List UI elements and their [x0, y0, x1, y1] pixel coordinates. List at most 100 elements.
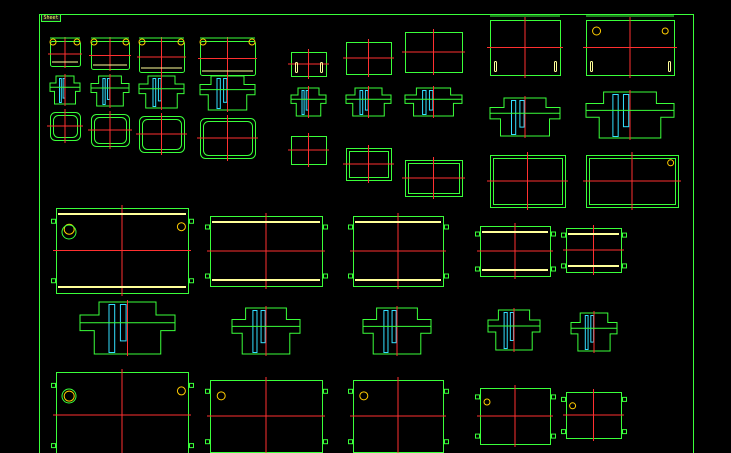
bolt-hole-icon — [176, 386, 186, 396]
lug-left — [475, 266, 480, 272]
lug-left — [348, 439, 353, 445]
bolt-hole-icon — [63, 390, 75, 402]
bolt-hole-icon — [661, 27, 669, 35]
section-profile — [199, 75, 256, 111]
ear-right-icon — [73, 38, 81, 46]
lug-left — [561, 232, 566, 238]
core-pin-left — [59, 78, 62, 103]
core-pin-left — [359, 90, 364, 115]
lug-right — [323, 439, 328, 445]
section-profile — [49, 75, 81, 105]
section-profile — [570, 312, 618, 352]
lug-left — [561, 429, 566, 435]
core-pin-right — [106, 78, 111, 100]
lug-left — [51, 443, 56, 449]
core-pin-right — [305, 90, 309, 111]
lug-right — [551, 266, 556, 272]
lug-right — [323, 224, 328, 230]
lug-right — [444, 388, 449, 394]
ear-left-icon — [49, 38, 57, 46]
lug-right — [622, 263, 627, 269]
ear-right-icon — [122, 38, 130, 46]
core-pin-right — [157, 78, 162, 102]
core-pin-right — [364, 90, 369, 111]
slot — [554, 61, 557, 72]
section-profile — [362, 307, 432, 355]
section-profile — [404, 87, 463, 117]
lug-left — [51, 278, 56, 284]
slot — [320, 62, 323, 73]
lug-left — [348, 224, 353, 230]
lug-left — [51, 218, 56, 224]
ear-left-icon — [199, 38, 207, 46]
lug-right — [444, 439, 449, 445]
lug-right — [189, 218, 194, 224]
lug-right — [622, 232, 627, 238]
core-pin-left — [216, 78, 221, 109]
core-pin-right — [223, 78, 228, 103]
slot — [668, 61, 671, 72]
core-pin-left — [422, 90, 427, 115]
core-pin-left — [584, 315, 589, 350]
bolt-hole-icon — [483, 398, 491, 406]
section-profile — [585, 91, 675, 139]
bolt-hole-icon — [359, 391, 369, 401]
core-pin-left — [301, 90, 305, 115]
lug-right — [189, 278, 194, 284]
ear-left-icon — [90, 38, 98, 46]
lug-left — [348, 388, 353, 394]
lug-left — [561, 263, 566, 269]
ejector-ring-icon — [61, 388, 77, 404]
lug-right — [551, 231, 556, 237]
core-pin-right — [519, 100, 525, 128]
section-profile — [487, 309, 541, 351]
lug-left — [475, 231, 480, 237]
drawing-parts — [47, 15, 681, 453]
lug-left — [561, 396, 566, 402]
slot — [295, 62, 298, 73]
bolt-hole-icon — [63, 223, 75, 235]
lug-left — [348, 273, 353, 279]
core-pin-left — [152, 78, 157, 107]
slot — [590, 61, 593, 72]
section-profile — [489, 97, 561, 137]
core-pin-left — [511, 100, 517, 135]
lug-right — [551, 394, 556, 400]
lug-right — [622, 396, 627, 402]
lug-right — [444, 224, 449, 230]
section-profile — [90, 75, 130, 107]
bolt-hole-icon — [176, 222, 186, 232]
lug-right — [551, 433, 556, 439]
lug-right — [189, 443, 194, 449]
core-pin-right — [590, 315, 595, 343]
core-pin-left — [108, 304, 116, 353]
section-profile — [290, 87, 327, 117]
core-pin-left — [252, 310, 258, 353]
core-pin-left — [102, 78, 106, 105]
lug-right — [622, 429, 627, 435]
lug-left — [475, 433, 480, 439]
section-profile — [79, 301, 176, 355]
bolt-hole-icon — [569, 402, 577, 410]
lug-left — [51, 382, 56, 388]
lug-left — [205, 224, 210, 230]
lug-right — [323, 273, 328, 279]
core-pin-left — [612, 94, 619, 137]
lug-left — [205, 439, 210, 445]
lug-left — [475, 394, 480, 400]
ear-left-icon — [138, 38, 146, 46]
section-profile — [138, 75, 185, 109]
bolt-hole-icon — [216, 391, 226, 401]
bolt-hole-icon — [667, 159, 675, 167]
ejector-ring-icon — [61, 224, 77, 240]
section-profile — [231, 307, 301, 355]
lug-left — [205, 273, 210, 279]
ear-right-icon — [248, 38, 256, 46]
lug-left — [205, 388, 210, 394]
core-pin-right — [428, 90, 434, 111]
lug-right — [444, 273, 449, 279]
slot — [494, 61, 497, 72]
lug-right — [323, 388, 328, 394]
lug-right — [189, 382, 194, 388]
